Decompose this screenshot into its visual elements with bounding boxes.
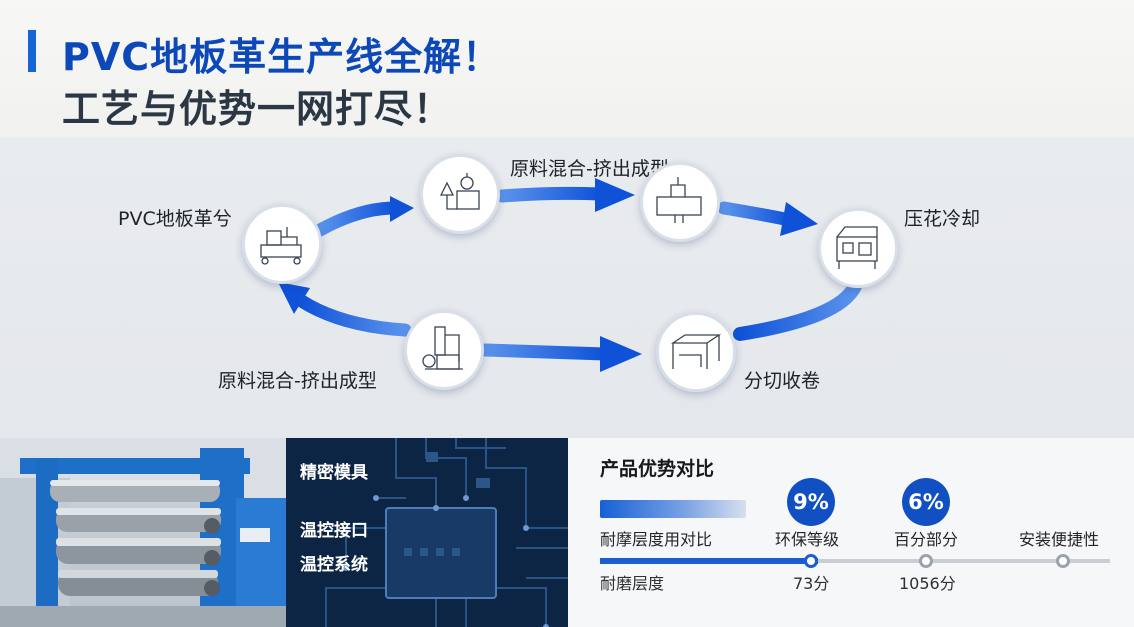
- cutter-sketch-icon: [670, 334, 722, 369]
- process-node-3: [640, 162, 720, 242]
- gradient-bar: [600, 500, 746, 518]
- process-node-4: [818, 208, 898, 288]
- page-subtitle: 工艺与优势一网打尽！: [62, 87, 453, 131]
- track-point-4: [1056, 554, 1070, 568]
- metric-value-1: 耐磨层度: [600, 574, 665, 593]
- process-node-2-label: 原料混合-挤出成型: [510, 158, 669, 180]
- metric-value-2: 73分: [793, 574, 830, 593]
- header: PVC地板革生产线全解！ 工艺与优势一网打尽！: [0, 0, 1134, 140]
- flow-arrow-4: [733, 279, 862, 341]
- roller-stack: [50, 480, 221, 596]
- advantage-comparison: 产品优势对比 9% 6% 耐摩层度用对比 环保等级 百分部分 安装便捷性 耐磨层…: [568, 438, 1134, 627]
- metric-value-3: 1056分: [899, 574, 956, 593]
- feature-item-3: 温控系统: [300, 555, 368, 575]
- metric-label-2: 环保等级: [775, 530, 840, 549]
- flow-arrows: [278, 178, 862, 372]
- metric-label-4: 安装便捷性: [1019, 530, 1100, 549]
- metric-badge-2: 9%: [787, 478, 835, 526]
- process-node-2: [420, 154, 500, 234]
- process-node-1-label: PVC地板革兮: [118, 208, 232, 230]
- track-point-2: [804, 554, 818, 568]
- flow-arrow-6: [278, 282, 412, 337]
- metric-label-3: 百分部分: [894, 530, 959, 549]
- page-title: PVC地板革生产线全解！: [62, 35, 502, 79]
- process-node-4-label: 压花冷却: [904, 208, 981, 230]
- process-diagram: PVC地板革兮 原料混合-挤出成型: [0, 138, 1134, 438]
- process-node-5: [656, 312, 736, 392]
- mixer-sketch-icon: [439, 173, 480, 210]
- process-node-6: [404, 310, 484, 390]
- flow-arrow-5: [478, 336, 642, 372]
- machine-photo: [0, 438, 290, 627]
- flow-arrow-2: [495, 178, 635, 212]
- title-accent-bar: [28, 30, 36, 72]
- machine-sketch-icon: [260, 227, 302, 265]
- production-machine-illustration: [0, 438, 290, 627]
- process-node-1: [242, 204, 322, 284]
- flow-arrow-3: [717, 201, 818, 236]
- comparison-track-fill: [600, 558, 818, 564]
- metric-badge-3: 6%: [902, 478, 950, 526]
- embosser-sketch-icon: [836, 226, 878, 269]
- comparison-title: 产品优势对比: [600, 458, 715, 480]
- feature-item-1: 精密模具: [300, 463, 368, 483]
- track-point-3: [919, 554, 933, 568]
- circuit-board-graphic: [325, 438, 568, 627]
- extruder-sketch-icon: [656, 177, 702, 223]
- feature-item-2: 温控接口: [300, 521, 368, 541]
- process-node-6-label: 原料混合-挤出成型: [218, 370, 377, 392]
- comparison-track: [600, 559, 1110, 563]
- flow-arrow-1: [313, 196, 414, 237]
- metric-label-1: 耐摩层度用对比: [600, 530, 713, 549]
- feature-panel: 精密模具 温控接口 温控系统: [286, 438, 568, 627]
- process-node-5-label: 分切收卷: [744, 370, 821, 392]
- tank-sketch-icon: [422, 326, 463, 370]
